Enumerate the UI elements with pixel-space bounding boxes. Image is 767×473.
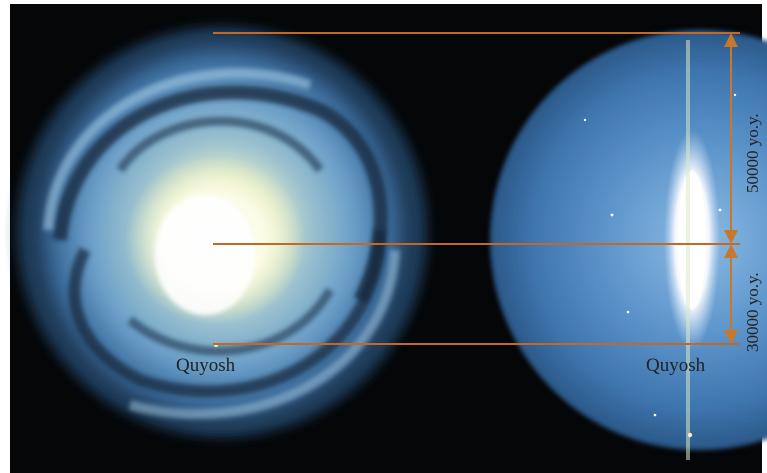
dust-lane — [116, 116, 324, 173]
distance-label-upper: 50000 yo.y. — [743, 113, 762, 193]
face-on-galaxy — [17, 27, 427, 437]
star — [610, 213, 614, 217]
page-margin-left — [0, 0, 10, 473]
spiral-arm — [43, 68, 312, 231]
galactic-core-bright — [155, 195, 255, 315]
star — [733, 93, 737, 97]
star — [718, 208, 722, 212]
galactic-disk-edge — [686, 40, 690, 460]
star — [653, 413, 657, 417]
dust-lane — [127, 287, 334, 356]
star — [626, 310, 630, 314]
star — [687, 432, 693, 438]
spiral-arm — [128, 249, 400, 419]
page-margin-top — [0, 0, 767, 4]
sun-label-right: Quyosh — [646, 355, 706, 376]
star — [583, 118, 587, 122]
sun-label-left: Quyosh — [176, 355, 236, 376]
dust-lane — [53, 85, 388, 304]
measurement-lines — [213, 32, 740, 345]
galactic-nucleus — [678, 170, 706, 310]
dust-lane — [68, 229, 386, 398]
distance-label-lower: 30000 yo.y. — [743, 272, 762, 352]
